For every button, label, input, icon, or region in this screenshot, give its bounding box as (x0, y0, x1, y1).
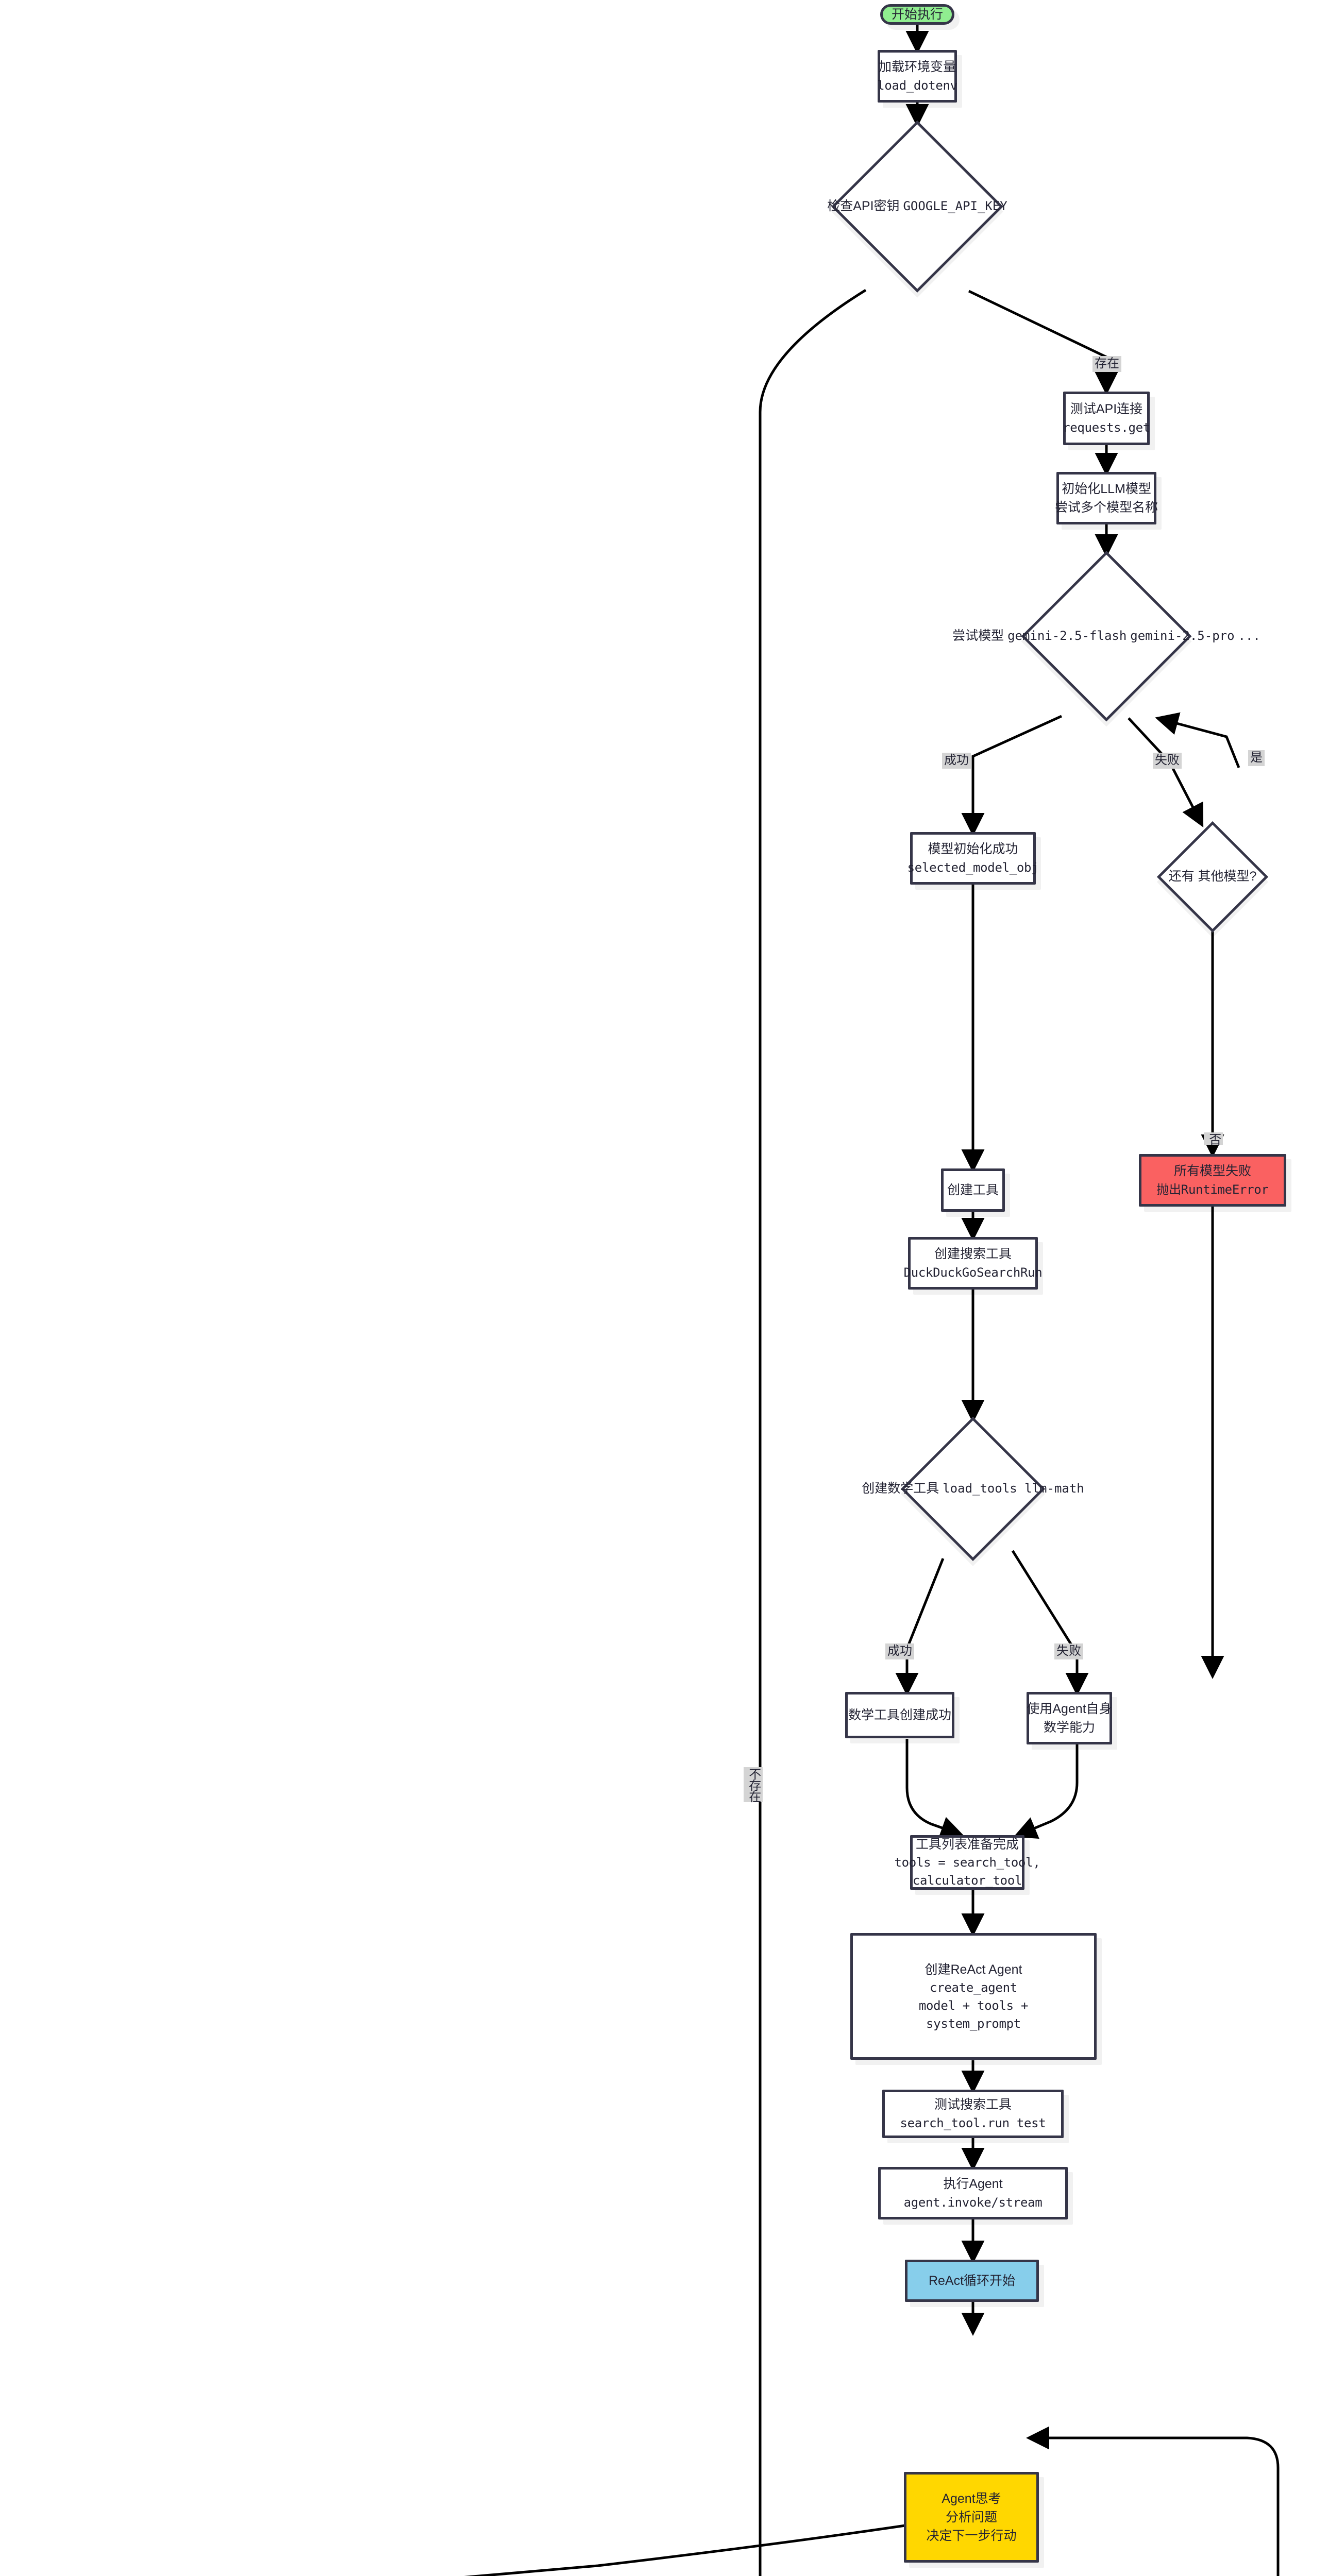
node-create-agent-line-1: create_agent (930, 1980, 1017, 1995)
node-test-api: 测试API连接 requests.get (1063, 392, 1150, 445)
node-start: 开始执行 (880, 4, 954, 25)
node-init-llm: 初始化LLM模型 尝试多个模型名称 (1055, 472, 1158, 524)
node-react-start-line-0: ReAct循环开始 (928, 2273, 1016, 2288)
edge-label-not-exists: 不存在 (744, 1767, 763, 1802)
node-test-api-line-0: 测试API连接 (1070, 402, 1143, 417)
node-create-agent-line-0: 创建ReAct Agent (924, 1962, 1022, 1977)
create-math-label: 创建数学工具 load_tools llm-math (862, 1479, 1084, 1499)
node-create-search-tool: 创建搜索工具 DuckDuckGoSearchRun (904, 1237, 1043, 1290)
node-more-models-line-1: 其他模型? (1198, 869, 1257, 884)
node-tools-ready-line-1: tools = search_tool, (894, 1855, 1040, 1870)
node-create-search-line-1: DuckDuckGoSearchRun (903, 1265, 1043, 1280)
node-create-agent-line-2: model + tools + (918, 1998, 1029, 2013)
edge-label-model-success: 成功 (942, 753, 971, 769)
node-run-agent-line-0: 执行Agent (943, 2177, 1003, 2192)
node-check-api-key: 检查API密钥 GOOGLE_API_KEY (825, 121, 1010, 293)
node-agent-think-line-2: 决定下一步行动 (926, 2529, 1017, 2544)
node-init-llm-line-1: 尝试多个模型名称 (1055, 500, 1158, 515)
node-try-model-line-0: 尝试模型 (952, 629, 1004, 643)
node-create-react-agent: 创建ReAct Agent create_agent model + tools… (850, 1933, 1097, 2060)
node-try-model-line-1: gemini-2.5-flash (1007, 629, 1127, 643)
node-load-env-line-0: 加载环境变量 (879, 60, 956, 75)
edge-label-model-fail: 失败 (1153, 753, 1182, 769)
node-tools-ready: 工具列表准备完成 tools = search_tool, calculator… (895, 1835, 1040, 1890)
edge-label-exists: 存在 (1092, 356, 1121, 372)
node-try-model-line-2: gemini-2.5-pro (1130, 629, 1235, 643)
node-agent-math-line-0: 使用Agent自身 (1027, 1701, 1112, 1716)
node-agent-own-math: 使用Agent自身 数学能力 (1027, 1692, 1112, 1744)
node-all-fail-line-0: 所有模型失败 (1173, 1164, 1251, 1179)
edge-label-more-yes: 是 (1248, 750, 1265, 766)
try-model-label: 尝试模型 gemini-2.5-flash gemini-2.5-pro ... (952, 626, 1260, 646)
node-test-search-tool: 测试搜索工具 search_tool.run test (882, 2090, 1064, 2138)
node-load-env-line-1: load_dotenv (877, 78, 957, 93)
node-create-agent-line-3: system_prompt (926, 2016, 1021, 2031)
node-run-agent-line-1: agent.invoke/stream (903, 2195, 1043, 2210)
node-test-search-line-0: 测试搜索工具 (934, 2097, 1012, 2112)
node-more-models-line-0: 还有 (1168, 869, 1195, 884)
node-math-tool-created: 数学工具创建成功 (845, 1692, 954, 1738)
check-api-key-label: 检查API密钥 GOOGLE_API_KEY (827, 197, 1007, 216)
node-check-key-line-1: GOOGLE_API_KEY (903, 199, 1007, 214)
node-load-env: 加载环境变量 load_dotenv (877, 50, 957, 103)
node-try-model-line-3: ... (1238, 629, 1260, 643)
node-agent-think-line-0: Agent思考 (942, 2491, 1001, 2506)
node-agent-math-line-1: 数学能力 (1043, 1720, 1095, 1735)
node-create-math-tool: 创建数学工具 load_tools llm-math (862, 1416, 1084, 1562)
node-model-ok-line-0: 模型初始化成功 (928, 842, 1018, 857)
node-all-models-failed: 所有模型失败 抛出RuntimeError (1139, 1154, 1286, 1207)
more-models-label: 还有 其他模型? (1169, 867, 1257, 887)
node-try-model: 尝试模型 gemini-2.5-flash gemini-2.5-pro ... (952, 551, 1260, 722)
node-react-loop-start: ReAct循环开始 (905, 2260, 1039, 2302)
node-create-tools-line-0: 创建工具 (947, 1182, 999, 1197)
node-start-line-0: 开始执行 (891, 7, 943, 22)
node-agent-think: Agent思考 分析问题 决定下一步行动 (904, 2472, 1039, 2563)
node-create-search-line-0: 创建搜索工具 (934, 1247, 1012, 1262)
edge-label-more-no: 否 (1204, 1132, 1223, 1145)
node-run-agent: 执行Agent agent.invoke/stream (878, 2167, 1068, 2219)
node-agent-think-line-1: 分析问题 (945, 2510, 997, 2524)
node-init-llm-line-0: 初始化LLM模型 (1062, 481, 1151, 496)
node-create-tools: 创建工具 (941, 1168, 1005, 1212)
node-check-key-line-0: 检查API密钥 (827, 199, 900, 214)
node-tools-ready-line-2: calculator_tool (912, 1873, 1022, 1888)
node-create-math-line-0: 创建数学工具 (862, 1481, 939, 1496)
node-more-models: 还有 其他模型? (1153, 821, 1272, 933)
node-model-initialized: 模型初始化成功 selected_model_obj (907, 832, 1039, 885)
node-create-math-line-1: load_tools llm-math (943, 1481, 1084, 1496)
node-test-api-line-1: requests.get (1063, 420, 1150, 435)
node-model-ok-line-1: selected_model_obj (907, 860, 1039, 875)
node-test-search-line-1: search_tool.run test (900, 2115, 1046, 2130)
edge-label-math-fail: 失败 (1054, 1643, 1083, 1659)
node-math-ok-line-0: 数学工具创建成功 (848, 1707, 952, 1722)
node-all-fail-line-1: 抛出RuntimeError (1156, 1182, 1269, 1197)
node-tools-ready-line-0: 工具列表准备完成 (916, 1837, 1019, 1852)
edge-label-math-success: 成功 (885, 1643, 914, 1659)
